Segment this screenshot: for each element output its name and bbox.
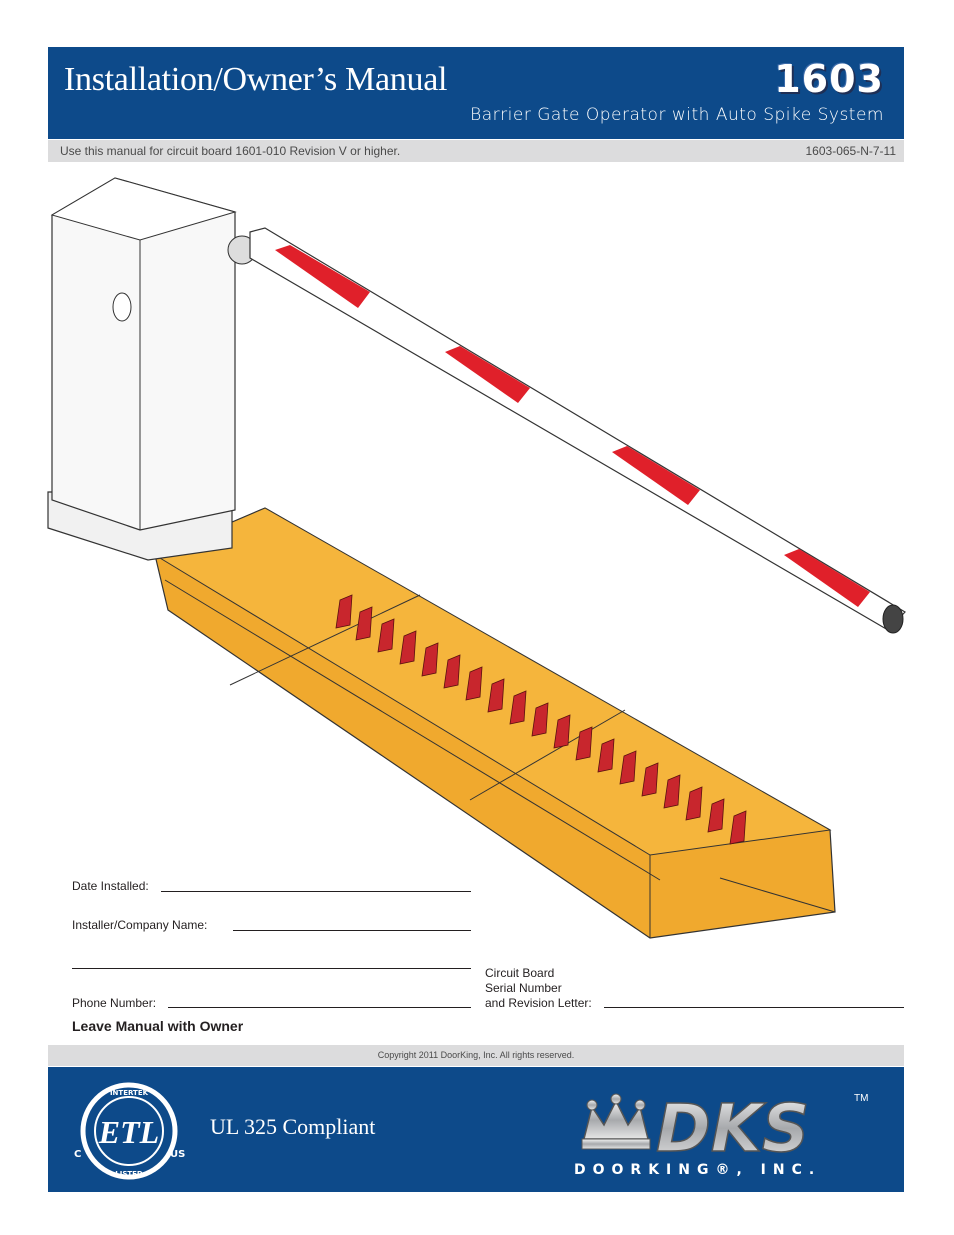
phone-line[interactable] xyxy=(168,1007,471,1008)
leave-manual-note: Leave Manual with Owner xyxy=(72,1018,244,1034)
header-band: Installation/Owner’s Manual 1603 Barrier… xyxy=(48,47,904,139)
footer-band: INTERTEK LISTED ETL C US UL 325 Complian… xyxy=(48,1067,904,1192)
dks-logo-text: DKS xyxy=(656,1090,809,1167)
circuit-board-line[interactable] xyxy=(604,1007,904,1008)
circuit-board-label-2: Serial Number xyxy=(485,981,562,995)
etl-center-text: ETL xyxy=(98,1114,159,1150)
copyright-strip: Copyright 2011 DoorKing, Inc. All rights… xyxy=(48,1045,904,1066)
dks-logo: DKS xyxy=(581,1089,810,1168)
info-strip: Use this manual for circuit board 1601-0… xyxy=(48,140,904,162)
installer-label: Installer/Company Name: xyxy=(72,918,208,932)
date-installed-line[interactable] xyxy=(161,891,471,892)
blank-line[interactable] xyxy=(72,968,471,969)
barrier-gate-illustration xyxy=(47,177,906,939)
circuit-board-note: Use this manual for circuit board 1601-0… xyxy=(60,144,401,158)
ul-compliance-text: UL 325 Compliant xyxy=(210,1114,376,1139)
crown-icon xyxy=(581,1093,651,1150)
copyright-text: Copyright 2011 DoorKing, Inc. All rights… xyxy=(377,1050,575,1060)
phone-label: Phone Number: xyxy=(72,996,157,1010)
etl-listed-mark: INTERTEK LISTED ETL C US xyxy=(74,1082,185,1180)
model-number: 1603 xyxy=(774,57,884,101)
spike-plate xyxy=(153,507,836,939)
gate-operator-housing xyxy=(47,177,257,561)
document-number: 1603-065-N-7-11 xyxy=(805,144,897,158)
company-name: DOORKING®, INC. xyxy=(574,1162,822,1178)
trademark-mark: TM xyxy=(854,1093,869,1104)
etl-c-mark: C xyxy=(74,1149,81,1160)
circuit-board-label-1: Circuit Board xyxy=(485,966,555,980)
installer-line[interactable] xyxy=(233,930,471,931)
barrier-arm xyxy=(249,227,906,634)
spike-row xyxy=(335,594,747,845)
manual-title: Installation/Owner’s Manual xyxy=(64,61,448,98)
product-subtitle: Barrier Gate Operator with Auto Spike Sy… xyxy=(470,105,884,125)
etl-us-mark: US xyxy=(170,1149,185,1160)
etl-bottom-text: LISTED xyxy=(115,1170,143,1178)
circuit-board-label-3: and Revision Letter: xyxy=(485,996,592,1010)
date-installed-label: Date Installed: xyxy=(72,879,149,893)
etl-top-text: INTERTEK xyxy=(110,1089,149,1097)
